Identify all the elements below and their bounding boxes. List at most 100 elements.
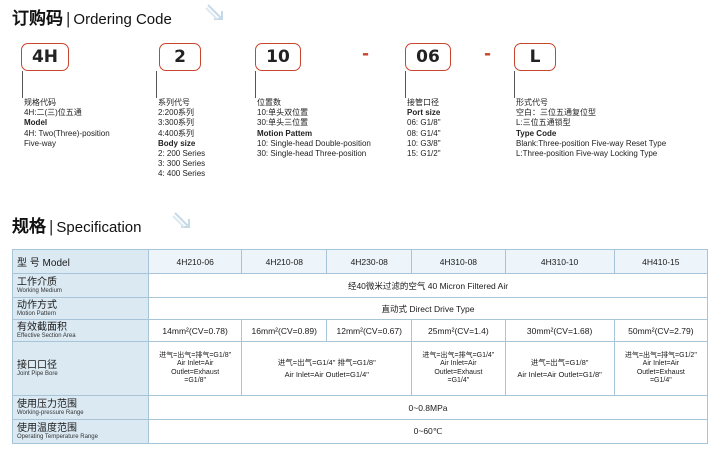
code-box-body: 2: [159, 43, 201, 71]
ordering-title-en: Ordering Code: [73, 11, 172, 28]
desc-line: Body size: [158, 138, 196, 148]
pipe-line: =G1/8": [184, 377, 207, 384]
row-label: 工作介质 Working Medium: [12, 273, 149, 298]
desc-line: 10: Single-head Double-position: [257, 138, 371, 148]
code-box-port: 06: [405, 43, 451, 71]
desc-line: 接管口径: [407, 98, 439, 107]
pipe-line: Air Inlet=Air: [440, 360, 477, 367]
pressure-value: 0~0.8MPa: [148, 395, 708, 420]
section-value: 50mm²(CV=2.79): [613, 319, 709, 342]
desc-line: Port size: [407, 108, 441, 118]
desc-line: 空白：三位五通复位型: [516, 108, 596, 118]
desc-line: Model: [24, 118, 48, 128]
ordering-title-cn: 订购码: [12, 9, 63, 28]
connector-line-model: [22, 71, 23, 98]
desc-line: 3:300系列: [158, 118, 195, 128]
spec-title: 规格 | Specification: [12, 212, 141, 237]
row-label-cn: 动作方式: [17, 299, 57, 311]
pipe-cell: 进气=出气=排气=G1/2" Air Inlet=Air Outlet=Exha…: [613, 341, 709, 396]
diagonal-arrow-icon: [172, 212, 190, 228]
row-label-cn: 接口口径: [17, 359, 57, 371]
code-dash-2: -: [484, 44, 492, 64]
desc-line: L:Three-position Five-way Locking Type: [516, 149, 658, 159]
code-box-type: L: [514, 43, 556, 71]
model-header: 4H310-10: [504, 249, 615, 274]
pipe-line: =G1/4": [649, 377, 672, 384]
diagonal-arrow-icon: [205, 4, 223, 20]
desc-line: 08: G1/4": [407, 128, 441, 138]
desc-line: 10: G3/8": [407, 138, 441, 148]
row-label-cn: 使用压力范围: [17, 398, 77, 410]
section-value: 12mm²(CV=0.67): [326, 319, 413, 342]
desc-line: Blank:Three-position Five-way Reset Type: [516, 138, 667, 148]
desc-line: 30: Single-head Three-position: [257, 149, 367, 159]
row-label: 接口口径 Joint Pipe Bore: [12, 341, 149, 396]
row-label-cn: 工作介质: [17, 276, 57, 288]
model-header: 4H210-08: [241, 249, 328, 274]
table-row: 动作方式 Motion Pattern 直动式 Direct Drive Typ…: [12, 297, 708, 320]
spec-title-cn: 规格: [12, 217, 46, 236]
row-label-cn: 使用温度范围: [17, 422, 77, 434]
connector-line-motion: [255, 71, 256, 98]
ordering-title: 订购码 | Ordering Code: [12, 4, 172, 29]
desc-line: 系列代号: [158, 98, 190, 107]
spec-title-en: Specification: [56, 219, 142, 236]
model-description: 规格代码 4H:二(三)位五通 Model 4H: Two(Three)-pos…: [24, 98, 110, 149]
desc-line: 2:200系列: [158, 108, 195, 118]
row-label-en: Working Medium: [17, 287, 62, 294]
section-value: 30mm²(CV=1.68): [504, 319, 615, 342]
type-description: 形式代号 空白：三位五通复位型 L:三位五通锁型 Type Code Blank…: [516, 98, 666, 159]
desc-line: 规格代码: [24, 98, 56, 107]
desc-line: 3: 300 Series: [158, 159, 206, 169]
pipe-cell: 进气=出气=排气=G1/4" Air Inlet=Air Outlet=Exha…: [411, 341, 506, 396]
pipe-cell: 进气=出气=排气=G1/8" Air Inlet=Air Outlet=Exha…: [147, 341, 243, 396]
port-description: 接管口径 Port size 06: G1/8" 08: G1/4" 10: G…: [407, 98, 441, 159]
pipe-line: Air Inlet=Air: [642, 360, 680, 367]
table-row: 使用压力范围 Working-pressure Range 0~0.8MPa: [12, 395, 708, 420]
row-label: 有效截面积 Effective Section Area: [12, 319, 149, 342]
section-value: 14mm²(CV=0.78): [147, 319, 243, 342]
connector-line-body: [156, 71, 157, 98]
pipe-line: Air Inlet=Air Outlet=G1/8": [517, 369, 602, 379]
title-divider: |: [49, 217, 54, 236]
pipe-line: 进气=出气=G1/4" 排气=G1/8": [277, 357, 376, 367]
code-dash-1: -: [362, 44, 370, 64]
row-label: 使用压力范围 Working-pressure Range: [12, 395, 149, 420]
pipe-line: 进气=出气=排气=G1/4": [422, 351, 495, 359]
row-label-en: Motion Pattern: [17, 310, 57, 317]
motion-description: 位置数 10:单头双位置 30:单头三位置 Motion Pattem 10: …: [257, 98, 371, 159]
row-label-en: Effective Section Area: [17, 332, 76, 339]
table-row: 接口口径 Joint Pipe Bore 进气=出气=排气=G1/8" Air …: [12, 341, 709, 396]
spec-table: 型 号 Model 4H210-06 4H210-08 4H230-08 4H3…: [12, 249, 709, 444]
desc-line: 位置数: [257, 98, 281, 107]
body-description: 系列代号 2:200系列 3:300系列 4:400系列 Body size 2…: [158, 98, 205, 180]
code-box-model: 4H: [21, 43, 69, 71]
row-label: 使用温度范围 Operating Temperature Range: [12, 419, 149, 444]
table-row: 工作介质 Working Medium 经40微米过滤的空气 40 Micron…: [12, 273, 708, 298]
pipe-line: 进气=出气=G1/8": [530, 357, 589, 367]
model-header: 4H410-15: [613, 249, 709, 274]
desc-line: 10:单头双位置: [257, 108, 309, 118]
desc-line: Five-way: [24, 138, 57, 148]
desc-line: 形式代号: [516, 98, 548, 107]
pipe-line: =G1/4": [447, 377, 470, 384]
desc-line: 4:400系列: [158, 128, 195, 138]
connector-line-type: [514, 71, 515, 98]
pipe-cell: 进气=出气=G1/4" 排气=G1/8" Air Inlet=Air Outle…: [241, 341, 413, 396]
pipe-cell: 进气=出气=G1/8" Air Inlet=Air Outlet=G1/8": [504, 341, 615, 396]
desc-line: Type Code: [516, 128, 557, 138]
desc-line: L:三位五通锁型: [516, 118, 571, 128]
row-label-en: Operating Temperature Range: [17, 433, 98, 440]
section-value: 16mm²(CV=0.89): [241, 319, 328, 342]
code-box-motion: 10: [255, 43, 301, 71]
table-row: 使用温度范围 Operating Temperature Range 0~60℃: [12, 419, 708, 444]
row-label-en: Joint Pipe Bore: [17, 370, 58, 377]
row-label: 动作方式 Motion Pattern: [12, 297, 149, 320]
model-header: 4H210-06: [147, 249, 243, 274]
desc-line: 06: G1/8": [407, 118, 441, 128]
desc-line: Motion Pattem: [257, 128, 313, 138]
pipe-line: Outlet=Exhaust: [171, 368, 220, 376]
header-model-label: 型 号 Model: [12, 249, 149, 274]
model-header: 4H230-08: [326, 249, 413, 274]
pipe-line: Air Inlet=Air: [176, 360, 214, 367]
